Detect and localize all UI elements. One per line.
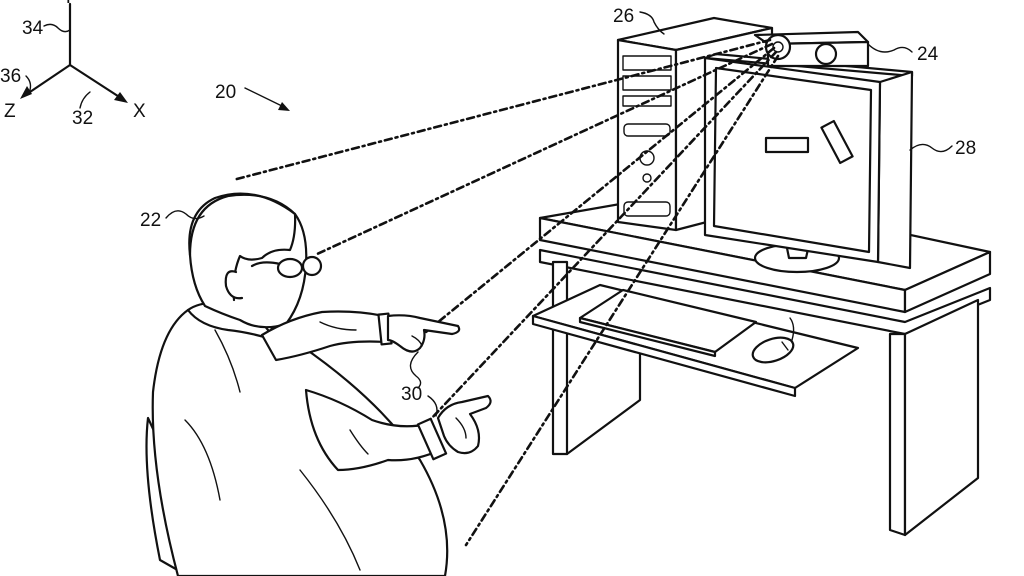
ref-32-label: 32 [72, 108, 93, 129]
ref-36-label: 36 [0, 66, 21, 87]
ref-22-label: 22 [140, 210, 161, 231]
ref-24: 24 [867, 43, 939, 65]
ref-20: 20 [215, 82, 290, 111]
axis-y-label: Y [62, 0, 75, 8]
ref-30: 30 [401, 351, 438, 417]
axis-z-label: Z [4, 101, 16, 122]
depth-sensor [753, 30, 870, 68]
ref-34-label: 34 [22, 18, 44, 39]
ref-30-label: 30 [401, 384, 422, 405]
screen-window-b [820, 119, 854, 165]
ref-22: 22 [140, 210, 205, 231]
mouse [751, 317, 795, 364]
keyboard [578, 288, 758, 358]
ref-28: 28 [909, 138, 976, 159]
monitor [703, 52, 914, 274]
ref-24-label: 24 [917, 44, 939, 65]
ref-28-label: 28 [955, 138, 976, 159]
ref-26-label: 26 [613, 6, 634, 27]
ref-26: 26 [613, 6, 665, 35]
ref-20-label: 20 [215, 82, 236, 103]
sensor-rays [231, 38, 780, 547]
screen-window-a [764, 136, 810, 154]
user-figure [145, 192, 492, 576]
coordinate-axes: Y X Z 34 36 32 [0, 0, 146, 129]
axis-x-label: X [133, 101, 146, 122]
